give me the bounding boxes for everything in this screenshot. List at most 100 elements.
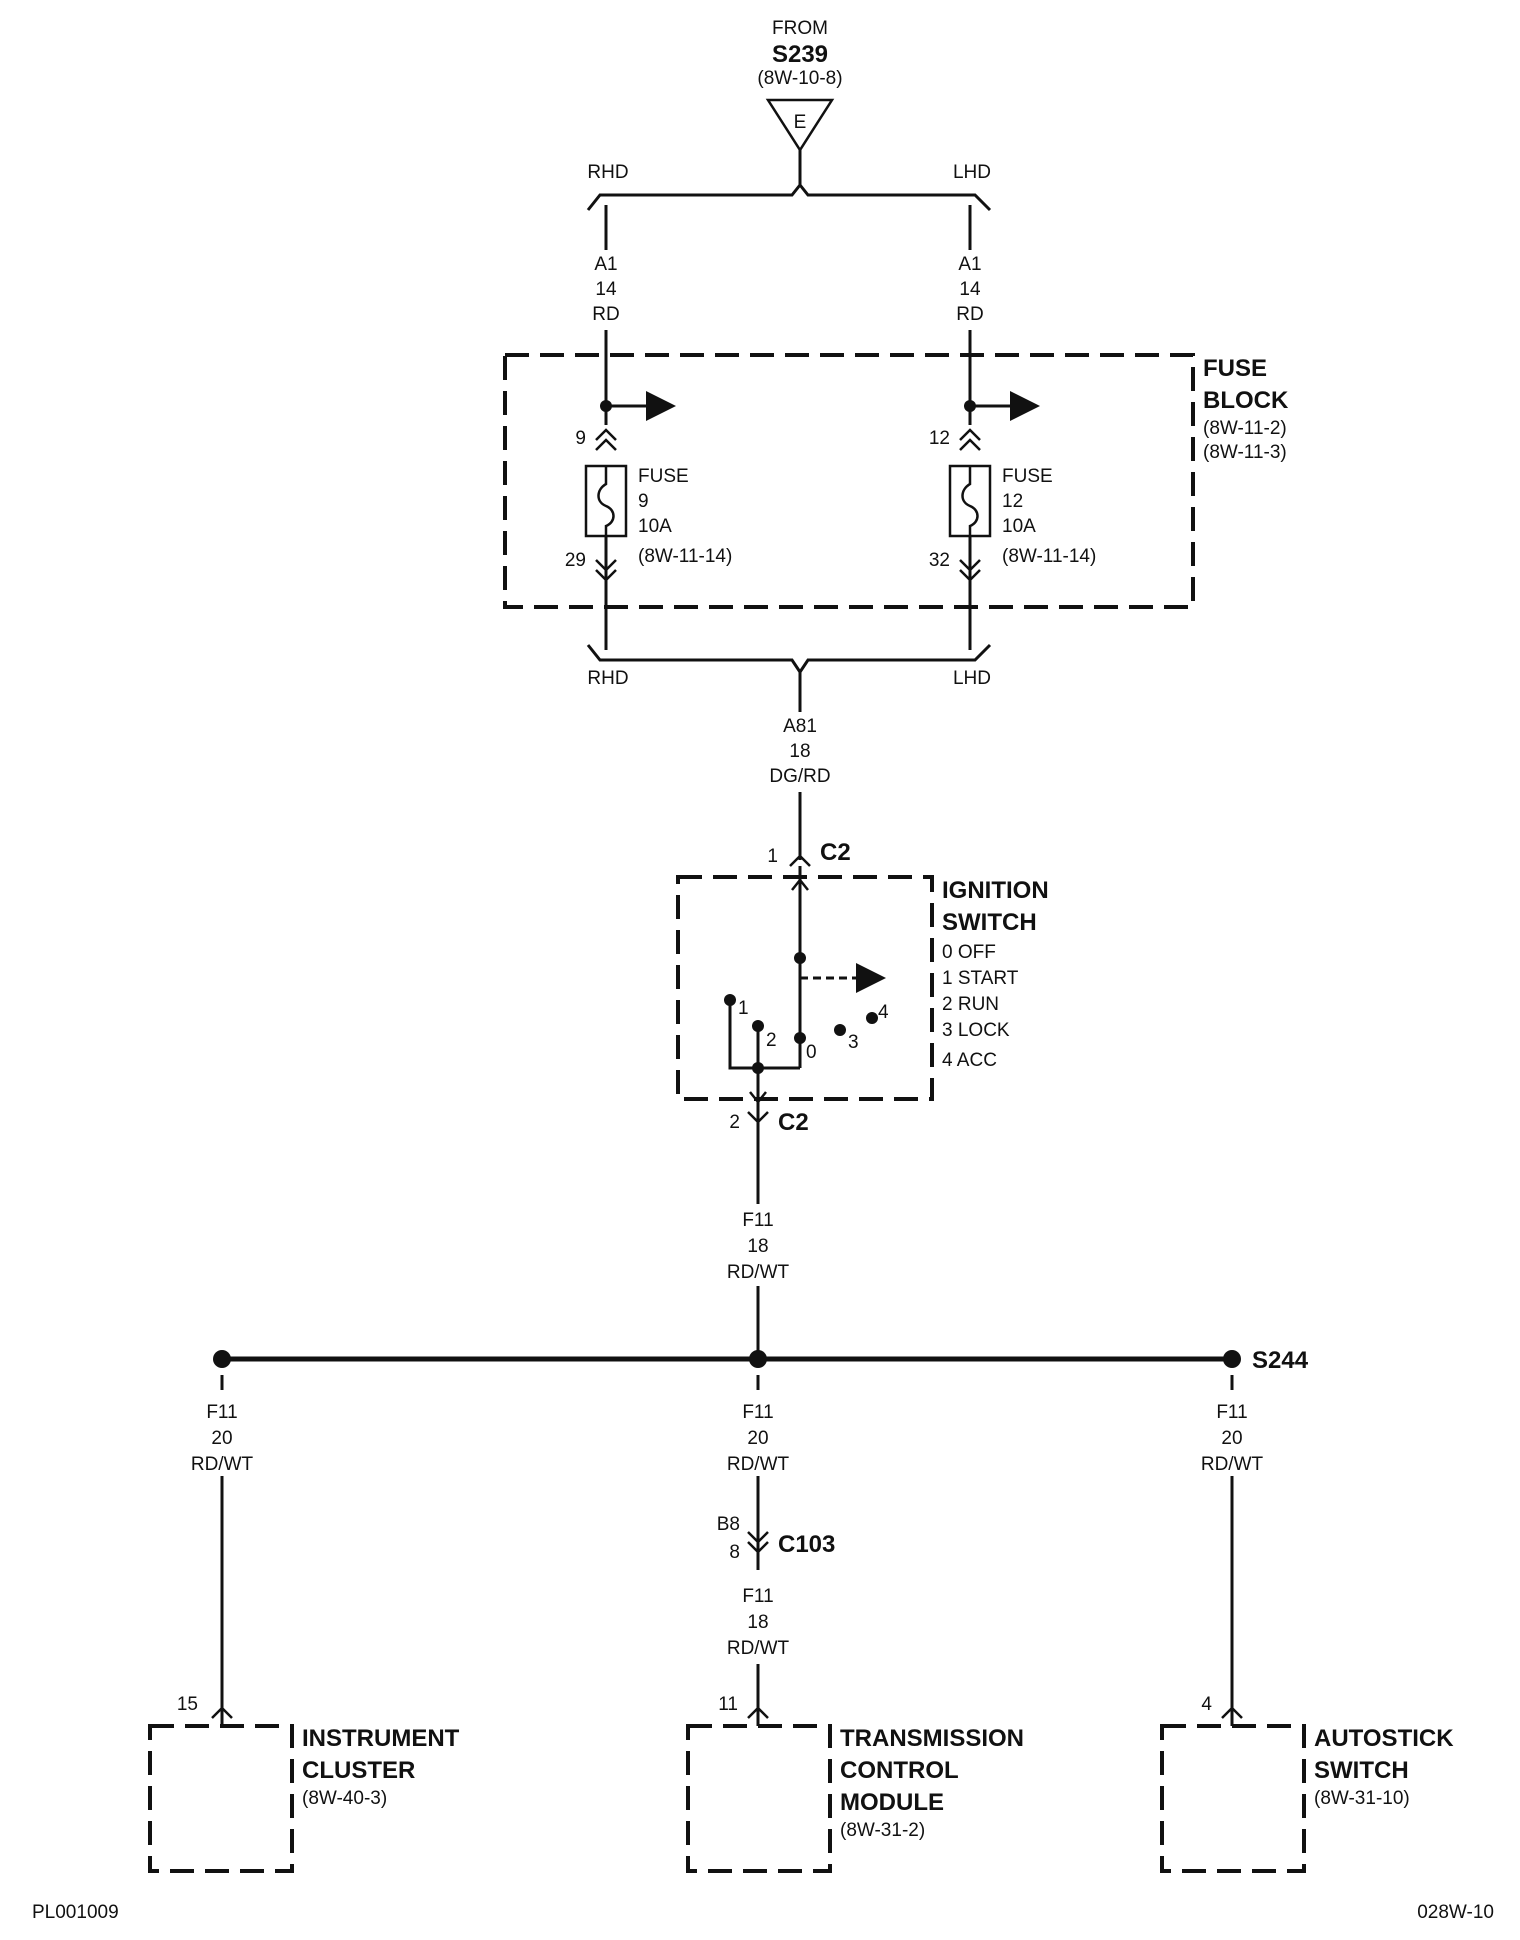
wire-f11-left-label: F11 20 RD/WT xyxy=(191,1402,254,1475)
source-splice-label: S239 xyxy=(772,41,828,68)
svg-text:RD/WT: RD/WT xyxy=(727,1262,790,1283)
fuse-9-rating: 10A xyxy=(638,516,672,537)
ignition-position-1: 1 START xyxy=(942,968,1019,989)
fuse-9-element-icon xyxy=(597,466,615,536)
source-tag-label: E xyxy=(794,112,807,133)
tcm-title-2: CONTROL xyxy=(840,1757,959,1784)
ignition-in-pin: 1 xyxy=(767,846,778,867)
wire-f11-mid-label: F11 20 RD/WT xyxy=(727,1402,790,1475)
svg-text:RD/WT: RD/WT xyxy=(727,1638,790,1659)
ignition-title-1: IGNITION xyxy=(942,877,1049,904)
fuse-9-number: 9 xyxy=(638,491,649,512)
wire-a1-left-label: A1 14 RD xyxy=(588,250,624,330)
autostick-pin: 4 xyxy=(1201,1694,1212,1715)
c103-connector-icon xyxy=(747,1531,769,1554)
ignition-contact-1-label: 1 xyxy=(738,998,749,1019)
cluster-title-1: INSTRUMENT xyxy=(302,1725,460,1752)
branch-bottom-lhd: LHD xyxy=(953,668,991,689)
svg-text:14: 14 xyxy=(595,279,617,300)
fuse-9-ref: (8W-11-14) xyxy=(638,546,732,567)
ignition-title-2: SWITCH xyxy=(942,909,1037,936)
fuse-12-pin-out: 32 xyxy=(929,550,950,571)
ignition-position-3: 3 LOCK xyxy=(942,1020,1010,1041)
splice-dot-right xyxy=(1223,1350,1241,1368)
ignition-contact-2-label: 2 xyxy=(766,1030,777,1051)
ignition-output-wiring xyxy=(728,1000,800,1070)
wire-a81-label: A81 18 DG/RD xyxy=(769,712,831,792)
fuse-block-title-2: BLOCK xyxy=(1203,387,1289,414)
cluster-ref: (8W-40-3) xyxy=(302,1788,387,1809)
svg-text:RD/WT: RD/WT xyxy=(727,1454,790,1475)
transmission-control-module: 11 TRANSMISSION CONTROL MODULE (8W-31-2) xyxy=(686,1694,1024,1873)
fuse-12-pin-in: 12 xyxy=(929,428,950,449)
svg-text:F11: F11 xyxy=(742,1586,773,1607)
instrument-cluster: 15 INSTRUMENT CLUSTER (8W-40-3) xyxy=(148,1694,460,1873)
autostick-switch: 4 AUTOSTICK SWITCH (8W-31-10) xyxy=(1160,1694,1454,1873)
tcm-ref: (8W-31-2) xyxy=(840,1820,925,1841)
fuse-block-title-1: FUSE xyxy=(1203,355,1267,382)
ignition-in-connector: C2 xyxy=(820,839,851,866)
cluster-title-2: CLUSTER xyxy=(302,1757,415,1784)
splice-dot-center xyxy=(749,1350,767,1368)
wire-f11-tcm-label: F11 18 RD/WT xyxy=(727,1586,790,1659)
wire-f11-main-label: F11 18 RD/WT xyxy=(724,1204,792,1286)
svg-text:RD: RD xyxy=(592,304,619,325)
svg-text:20: 20 xyxy=(211,1428,232,1449)
branch-top-lhd: LHD xyxy=(953,162,991,183)
fuse-12-out-connector-icon xyxy=(959,559,981,582)
fuse-9-pin-out: 29 xyxy=(565,550,586,571)
ignition-position-0: 0 OFF xyxy=(942,942,996,963)
svg-text:18: 18 xyxy=(747,1612,768,1633)
ignition-contact-0 xyxy=(794,1032,806,1044)
wire-a1-right-label: A1 14 RD xyxy=(952,250,988,330)
fuse-block: FUSE BLOCK (8W-11-2) (8W-11-3) xyxy=(503,353,1289,609)
source-triangle-icon xyxy=(765,98,835,153)
svg-text:18: 18 xyxy=(747,1236,768,1257)
svg-text:20: 20 xyxy=(747,1428,768,1449)
fuse-block-ref-2: (8W-11-3) xyxy=(1203,442,1287,463)
c103-name: C103 xyxy=(778,1531,835,1558)
svg-text:A81: A81 xyxy=(783,716,817,737)
fuse-9-pin-in: 9 xyxy=(575,428,586,449)
fuse-12-label: FUSE xyxy=(1002,466,1053,487)
svg-text:F11: F11 xyxy=(742,1402,773,1423)
splice-s244: S244 xyxy=(213,1347,1309,1374)
connector-c103: B8 8 C103 xyxy=(717,1508,835,1570)
source-s239: FROM S239 (8W-10-8) E xyxy=(757,18,843,185)
source-ref-label: (8W-10-8) xyxy=(757,68,842,89)
tcm-title-1: TRANSMISSION xyxy=(840,1725,1024,1752)
ignition-in-connector-icon xyxy=(789,854,811,867)
autostick-title-2: SWITCH xyxy=(1314,1757,1409,1784)
fuse-12-rating: 10A xyxy=(1002,516,1036,537)
svg-text:A1: A1 xyxy=(594,254,617,275)
c103-pin-a: B8 xyxy=(717,1514,740,1535)
ignition-position-4: 4 ACC xyxy=(942,1050,997,1071)
autostick-ref: (8W-31-10) xyxy=(1314,1788,1410,1809)
svg-text:14: 14 xyxy=(959,279,981,300)
fuse-9: 9 29 FUSE 9 10A (8W-11-14) xyxy=(565,391,732,650)
ignition-switch: 1 C2 IGNITION SWITCH 0 OFF 1 START 2 RUN… xyxy=(676,839,1049,1210)
fuse-block-ref-1: (8W-11-2) xyxy=(1203,418,1287,439)
c103-pin-b: 8 xyxy=(729,1542,740,1563)
wire-f11-right-label: F11 20 RD/WT xyxy=(1201,1402,1264,1475)
fuse-12-number: 12 xyxy=(1002,491,1023,512)
svg-text:RD/WT: RD/WT xyxy=(1201,1454,1264,1475)
svg-text:18: 18 xyxy=(789,741,810,762)
svg-text:F11: F11 xyxy=(742,1210,773,1231)
ignition-contact-0-label: 0 xyxy=(806,1042,817,1063)
ignition-in-arrow-icon xyxy=(791,877,809,891)
svg-text:RD: RD xyxy=(956,304,983,325)
fuse-12-ref: (8W-11-14) xyxy=(1002,546,1096,567)
fuse-9-out-connector-icon xyxy=(595,559,617,582)
ignition-contact-3 xyxy=(834,1024,846,1036)
ignition-contact-4 xyxy=(866,1012,878,1024)
svg-text:DG/RD: DG/RD xyxy=(769,766,830,787)
svg-text:20: 20 xyxy=(1221,1428,1242,1449)
ignition-contact-3-label: 3 xyxy=(848,1032,859,1053)
branch-bottom: RHD LHD xyxy=(586,643,992,689)
branch-bottom-rhd: RHD xyxy=(587,668,628,689)
autostick-title-1: AUTOSTICK xyxy=(1314,1725,1454,1752)
fuse-12-in-connector-icon xyxy=(959,428,981,451)
svg-text:RD/WT: RD/WT xyxy=(191,1454,254,1475)
